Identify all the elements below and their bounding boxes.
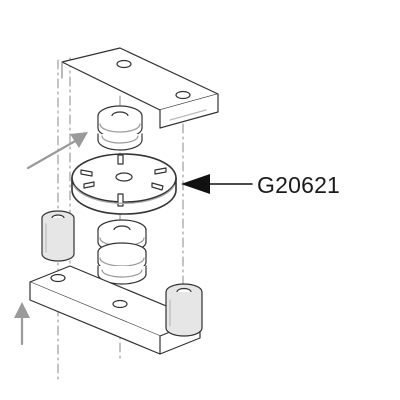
slotted-disc: [71, 153, 177, 215]
upper-bracket-plate: [61, 47, 219, 129]
upper-spring-washer: [97, 105, 143, 151]
right-bushing: [165, 283, 203, 337]
insertion-arrow-lower: [14, 302, 30, 346]
callout-arrow: [181, 174, 253, 194]
part-number-label: G20621: [257, 172, 341, 198]
insertion-arrow-upper: [26, 132, 88, 170]
left-bushing: [41, 210, 75, 262]
lower-bracket-plate: [29, 265, 201, 355]
lower-spring-stack: [97, 219, 147, 285]
